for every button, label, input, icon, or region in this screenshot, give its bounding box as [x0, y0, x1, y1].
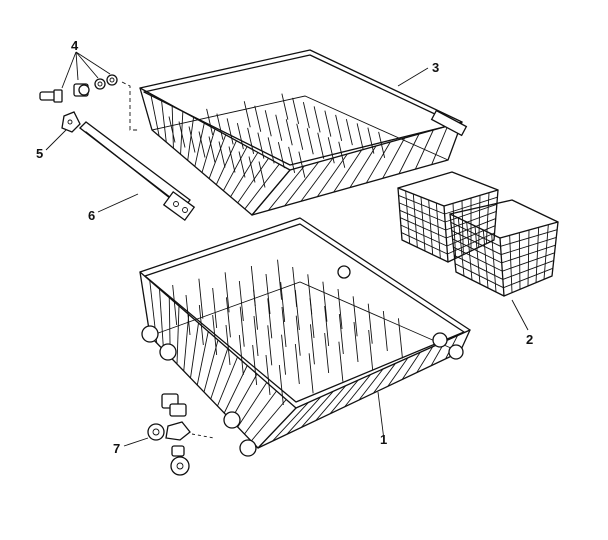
upper-rack	[139, 49, 468, 216]
lower-rack	[139, 217, 471, 457]
rack-rail	[79, 121, 196, 222]
rail-end-cap	[61, 111, 81, 133]
callout-7: 7	[113, 441, 120, 456]
washer-1	[94, 78, 106, 90]
leader-lines	[45, 51, 529, 447]
callout-2: 2	[526, 332, 533, 347]
callout-3: 3	[432, 60, 439, 75]
washer-2	[106, 74, 118, 86]
spacer	[73, 83, 90, 97]
callout-4: 4	[71, 38, 79, 53]
silverware-basket	[397, 171, 559, 297]
rack-stop-hardware	[39, 74, 140, 131]
stop-screw	[39, 89, 63, 103]
wheel-assembly	[147, 393, 215, 476]
callout-5: 5	[36, 146, 43, 161]
lower-rack-wheels	[141, 265, 464, 457]
callout-6: 6	[88, 208, 95, 223]
callout-1: 1	[380, 432, 387, 447]
